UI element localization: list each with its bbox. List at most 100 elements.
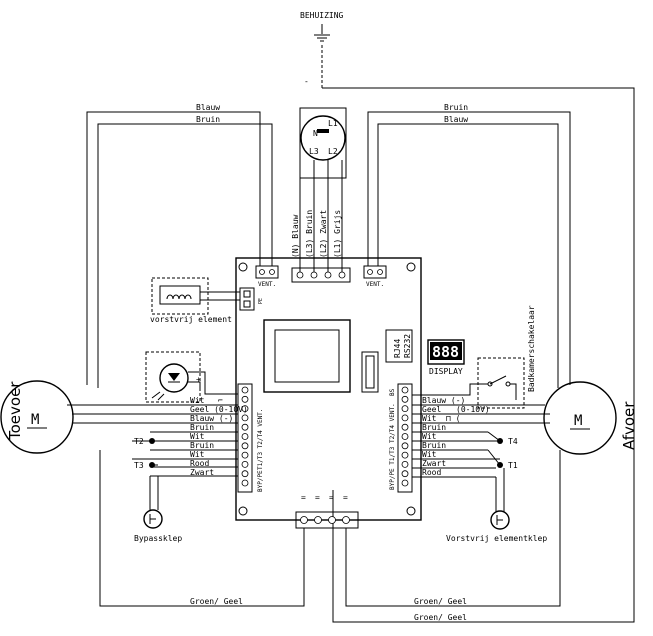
- photo-sensor-enclosure: [145, 351, 201, 403]
- mains-wire-l1: (L1) Grijs: [333, 210, 342, 258]
- sensor-t2: T2: [134, 437, 144, 446]
- heater-enclosure: [151, 277, 209, 315]
- right-motor-label: Afvoer: [620, 401, 638, 450]
- heater-label: vorstvrij element: [150, 315, 232, 324]
- svg-text:RJ44: RJ44: [393, 339, 402, 358]
- vent-connector-right: VENT.: [363, 265, 387, 288]
- housing-minus: -: [304, 77, 309, 86]
- left-motor-label: Toevoer: [6, 381, 24, 441]
- right-wire-8: Zwart: [422, 459, 446, 468]
- svg-text:VENT.: VENT.: [258, 281, 276, 288]
- right-terminal-11: [401, 479, 409, 487]
- right-terminal-10: [401, 470, 409, 478]
- left-terminal-labels: T1/T3 T2/T4 VENT.: [257, 409, 264, 470]
- mains-plug: N L1 L2 L3: [299, 107, 347, 179]
- ground-wire-left: Groen/ Geel: [190, 597, 243, 606]
- left-terminal-2: [241, 395, 249, 403]
- left-motor: M: [0, 380, 74, 454]
- pin-header: [361, 351, 379, 393]
- left-terminal-bottom: BYP/PE: [257, 470, 264, 492]
- right-wire-6: Bruin: [422, 441, 446, 450]
- right-motor: M: [543, 381, 617, 455]
- left-terminal-1: [241, 386, 249, 394]
- right-terminal-4: [401, 414, 409, 422]
- right-wire-4: Bruin: [422, 423, 446, 432]
- right-wire-2: Geel: [422, 405, 441, 414]
- left-terminal-6: [241, 433, 249, 440]
- right-wire-3: Wit: [422, 414, 437, 423]
- right-terminal-strip: [397, 383, 413, 493]
- left-terminal-4: [241, 414, 249, 422]
- ground-marker-4: =: [343, 493, 348, 502]
- frost-valve-label: Vorstvrij elementklep: [446, 534, 547, 543]
- sensor-t4: T4: [508, 437, 518, 446]
- svg-text:⊓ (: ⊓ (: [446, 414, 460, 423]
- ground-marker-3: =: [329, 493, 334, 502]
- ground-wire-housing: Groen/ Geel: [414, 613, 467, 622]
- right-wire-9: Rood: [422, 468, 441, 477]
- ground-marker-2: =: [315, 493, 320, 502]
- switch-enclosure: [477, 357, 525, 409]
- svg-text:M: M: [31, 412, 39, 428]
- left-wire-2: Geel (0-10V): [190, 405, 248, 414]
- left-terminal-3: [241, 405, 249, 413]
- left-terminal-5: [241, 423, 249, 431]
- vent-connector-left: VENT.: [255, 265, 279, 288]
- display-label: DISPLAY: [429, 367, 463, 376]
- left-terminal-8: [241, 451, 249, 459]
- mains-wire-n: (N) Blauw: [291, 214, 300, 258]
- switch-label: Badkamerschakelaar: [527, 305, 536, 392]
- left-terminal-strip: [237, 383, 253, 493]
- top-left-wire-2: Bruin: [196, 115, 220, 124]
- right-wire-2b: (0-10V): [456, 405, 490, 414]
- sensor-t3: T3: [134, 461, 144, 470]
- left-wire-9: Zwart: [190, 468, 214, 477]
- right-terminal-7: [401, 442, 409, 450]
- bypass-valve-icon: [143, 509, 163, 529]
- left-wire-8: Rood: [190, 459, 209, 468]
- transformer: [263, 319, 351, 393]
- right-terminal-8: [401, 451, 409, 459]
- frost-valve-icon: [490, 510, 510, 530]
- left-terminal-11: [241, 479, 249, 487]
- left-wire-1: Wit: [190, 396, 205, 405]
- left-wire-5: Wit: [190, 432, 205, 441]
- plug-pin-l2: L2: [328, 147, 338, 156]
- left-wire-4: Bruin: [190, 423, 214, 432]
- left-wire-3: Blauw (-): [190, 414, 233, 423]
- right-terminal-3: [401, 405, 409, 413]
- ground-terminal: [295, 511, 359, 529]
- right-terminal-5: [401, 423, 409, 431]
- left-terminal-9: [241, 460, 249, 468]
- plug-pin-l1: L1: [328, 119, 338, 128]
- mains-wire-l3: (L3) Bruin: [305, 210, 314, 258]
- left-terminal-10: [241, 470, 249, 478]
- right-terminal-1: [401, 386, 409, 394]
- photo-sensor-icon: [151, 363, 189, 401]
- left-wire-7: Wit: [190, 450, 205, 459]
- housing-label: BEHUIZING: [300, 11, 344, 20]
- right-wire-1: Blauw (-): [422, 396, 465, 405]
- right-terminal-labels: BYP/PE T1/T3 T2/T4 VENT.: [389, 403, 396, 490]
- ground-wire-right: Groen/ Geel: [414, 597, 467, 606]
- heater-connector: PE: [239, 287, 264, 311]
- right-terminal-2: [401, 395, 409, 403]
- svg-text:VENT.: VENT.: [366, 281, 384, 288]
- rj44-connector: RJ44 RS232: [385, 329, 413, 363]
- sensor-t1: T1: [508, 461, 518, 470]
- svg-text:-: -: [196, 397, 201, 406]
- mains-terminal: [291, 267, 351, 283]
- plug-pin-n: N: [313, 129, 318, 138]
- svg-text:PE: PE: [258, 298, 264, 304]
- bs-label: BS: [389, 388, 396, 396]
- svg-text:RS232: RS232: [403, 334, 412, 358]
- left-terminal-7: [241, 442, 249, 450]
- right-wire-5: Wit: [422, 432, 437, 441]
- ground-marker-1: =: [301, 493, 306, 502]
- display-digits: 888: [432, 343, 459, 361]
- display-module: 888 DISPLAY: [427, 339, 465, 376]
- svg-text:M: M: [574, 413, 582, 429]
- left-wire-6: Bruin: [190, 441, 214, 450]
- top-left-wire-1: Blauw: [196, 103, 220, 112]
